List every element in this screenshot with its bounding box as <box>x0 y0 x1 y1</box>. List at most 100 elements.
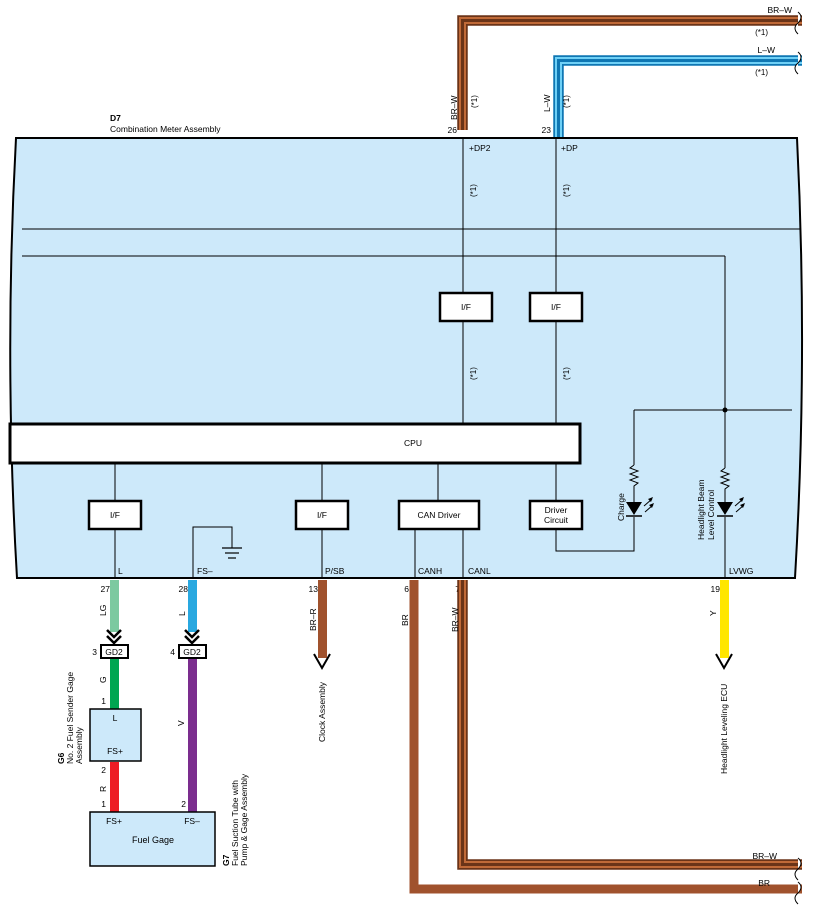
top-l-w-label: L–W <box>758 45 775 55</box>
if-block-psb <box>294 499 350 531</box>
connector-gd2-right <box>178 644 207 659</box>
fuel-sender-box <box>89 708 142 762</box>
terminal-l: L <box>118 566 123 576</box>
driver-circuit-label-2: Circuit <box>544 515 569 525</box>
top-l-w-note: (*1) <box>755 68 768 77</box>
dp2-wire-note: (*1) <box>470 95 479 108</box>
connector-arrow-icon <box>184 629 200 645</box>
connector-arrow-icon <box>106 629 122 645</box>
top-br-w-label: BR–W <box>767 5 792 15</box>
wire-r <box>110 762 119 812</box>
wire-br-label: BR <box>400 614 410 626</box>
dp-wire-label: L–W <box>542 95 552 112</box>
pin-27: 27 <box>101 584 111 594</box>
dp2-mid-note: (*1) <box>469 367 478 380</box>
wire-v <box>188 659 197 812</box>
bottom-br-w-label: BR–W <box>752 851 777 861</box>
dp2-wire-label: BR–W <box>449 95 459 120</box>
gage-terminal-fsminus: FS– <box>184 816 200 826</box>
resistor-icon <box>628 464 640 502</box>
if-block-dp2-label: I/F <box>461 302 471 312</box>
dp-mid-note: (*1) <box>562 367 571 380</box>
pin-13: 13 <box>309 584 319 594</box>
sender-code: G6 <box>56 752 66 764</box>
cpu-label: CPU <box>404 438 422 448</box>
connector-gd2-left <box>100 644 129 659</box>
gage-name-1: Fuel Suction Tube with <box>230 780 240 866</box>
dp2-inner-note: (*1) <box>469 184 478 197</box>
terminal-canh: CANH <box>418 566 442 576</box>
pin-19: 19 <box>711 584 721 594</box>
terminal-lvwg: LVWG <box>729 566 753 576</box>
sender-pin-2: 2 <box>101 765 106 775</box>
top-wire-l-w <box>553 51 802 138</box>
gage-terminal-fsplus: FS+ <box>106 816 122 826</box>
gage-name-2: Pump & Gage Assembly <box>239 773 249 866</box>
arrow-down-icon <box>715 653 733 671</box>
fuel-gage-box <box>89 811 216 867</box>
if-block-dp2 <box>438 291 494 323</box>
wire-br-r-label: BR–R <box>308 608 318 631</box>
pin-6: 6 <box>404 584 409 594</box>
sender-terminal-l: L <box>113 713 118 723</box>
wire-lg-label: LG <box>98 605 108 616</box>
combination-meter-panel <box>9 137 804 579</box>
sender-name-2: Assembly <box>74 726 84 764</box>
wire-v-label: V <box>176 720 186 726</box>
headlight-label-2: Level Control <box>706 490 716 540</box>
sender-name-1: No. 2 Fuel Sender Gage <box>65 672 75 764</box>
connector-left-pin: 3 <box>92 647 97 657</box>
pin-23: 23 <box>542 125 552 135</box>
wire-l-label: L <box>177 611 187 616</box>
top-wire-br-w <box>457 11 802 130</box>
dp-inner-note: (*1) <box>562 184 571 197</box>
assembly-name: Combination Meter Assembly <box>110 124 221 134</box>
wire-lg <box>110 580 119 632</box>
driver-circuit-label-1: Driver <box>545 505 568 515</box>
terminal-fs: FS– <box>197 566 213 576</box>
terminal-canl: CANL <box>468 566 491 576</box>
connector-right-name: GD2 <box>183 647 201 657</box>
if-block-psb-label: I/F <box>317 510 327 520</box>
junction-dot <box>722 407 728 413</box>
if-block-l-label: I/F <box>110 510 120 520</box>
wire-br-w-label: BR–W <box>450 607 460 632</box>
bottom-br-label: BR <box>758 878 770 888</box>
if-block-l <box>87 499 143 531</box>
resistor-icon <box>719 467 731 502</box>
top-br-w-note: (*1) <box>755 28 768 37</box>
terminal-dp: +DP <box>561 143 578 153</box>
can-driver-label: CAN Driver <box>418 510 461 520</box>
pin-28: 28 <box>179 584 189 594</box>
ground-icon <box>222 547 242 559</box>
cpu-block <box>8 422 582 465</box>
wire-y-label: Y <box>708 610 718 616</box>
sender-terminal-fs: FS+ <box>107 746 123 756</box>
headlight-label-1: Headlight Beam <box>696 480 706 540</box>
gage-pin-1: 1 <box>101 799 106 809</box>
can-driver-block <box>397 499 481 531</box>
headlight-led-icon <box>717 497 745 517</box>
driver-circuit-block <box>528 499 584 531</box>
wire-r-label: R <box>98 786 108 792</box>
clock-assembly-label: Clock Assembly <box>317 681 327 742</box>
wire-br-w-canl <box>457 580 802 881</box>
gage-pin-2: 2 <box>181 799 186 809</box>
wire-y <box>720 580 729 658</box>
assembly-code: D7 <box>110 113 121 123</box>
gage-code: G7 <box>221 854 231 866</box>
terminal-dp2: +DP2 <box>469 143 491 153</box>
if-block-dp <box>528 291 584 323</box>
wire-g-label: G <box>98 676 108 683</box>
terminal-psb: P/SB <box>325 566 345 576</box>
headlight-leveling-ecu-label: Headlight Leveling ECU <box>719 684 729 774</box>
if-block-dp-label: I/F <box>551 302 561 312</box>
wire-br-r <box>318 580 327 658</box>
connector-right-pin: 4 <box>170 647 175 657</box>
arrow-down-icon <box>313 653 331 671</box>
sender-pin-1: 1 <box>101 696 106 706</box>
wire-l-blue <box>188 580 197 632</box>
pin-26: 26 <box>448 125 458 135</box>
wire-br-canh <box>409 580 802 894</box>
